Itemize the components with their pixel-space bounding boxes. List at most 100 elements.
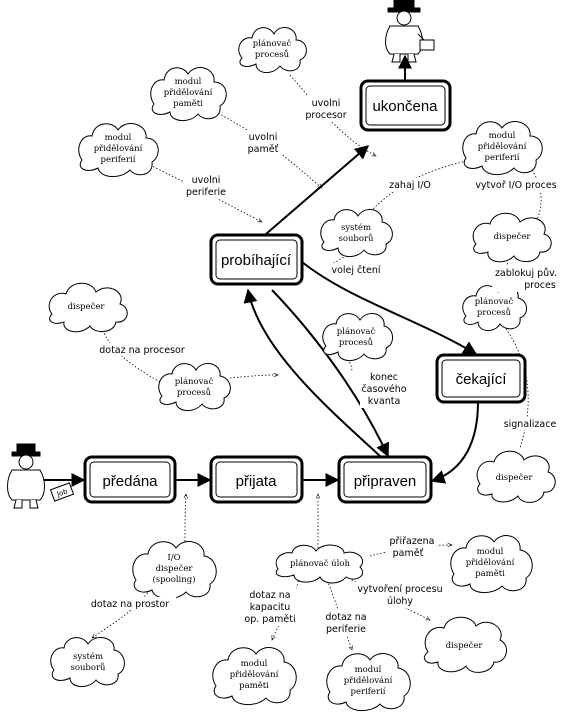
cloud-dispecer-bottom-right: dispečer bbox=[423, 616, 508, 673]
svg-text:zablokuj pův.proces: zablokuj pův.proces bbox=[495, 268, 557, 291]
label-konec-kvanta-l3: kvanta bbox=[368, 396, 401, 407]
svg-text:volej čtení: volej čtení bbox=[331, 265, 380, 276]
label-zablokuj: zablokuj pův.proces bbox=[492, 266, 562, 292]
state-probihajici: probíhající bbox=[209, 233, 304, 286]
cloud-planovac-mid-l2: procesů bbox=[339, 336, 374, 348]
cloud-system-souboru-bottom-l1: systém bbox=[73, 651, 103, 662]
state-prijata-label: přijata bbox=[236, 473, 278, 490]
cloud-modul-periferii-left-l2: přidělování bbox=[94, 143, 143, 154]
cloud-modul-pameti-bottom-right-l3: paměti bbox=[475, 568, 505, 579]
label-vytvor-io: vytvoř I/O proces bbox=[472, 178, 560, 191]
person-leaving-icon bbox=[385, 0, 435, 63]
cloud-planovac-uloh-l1: plánovač úloh bbox=[290, 558, 350, 569]
arrow-probihajici-to-ukoncena bbox=[265, 145, 370, 235]
cloud-modul-pameti-bottom-right-l1: modul bbox=[477, 547, 504, 557]
label-vytvoreni-procesu-l2: úlohy bbox=[387, 596, 413, 607]
state-cekajici-label: čekající bbox=[456, 371, 508, 388]
cloud-dispecer-right-low-l1: dispečer bbox=[496, 472, 534, 483]
label-dotaz-periferie-l2: periferie bbox=[326, 624, 366, 635]
cloud-modul-pameti-bottom-l1: modul bbox=[241, 659, 268, 669]
cloud-dispecer-right-top-l1: dispečer bbox=[494, 231, 532, 242]
label-uvolni-pamet-l1: uvolni bbox=[249, 132, 278, 143]
svg-text:dispečer: dispečer bbox=[496, 472, 534, 483]
label-uvolni-periferie-l2: periferie bbox=[186, 187, 226, 198]
cloud-dispecer-left: dispečer bbox=[48, 282, 128, 333]
svg-text:dispečer: dispečer bbox=[446, 640, 484, 651]
cloud-modul-periferii-left-l1: modul bbox=[105, 133, 132, 143]
state-pripraven: připraven bbox=[337, 455, 433, 504]
label-signalizace: signalizace bbox=[501, 417, 559, 430]
state-probihajici-label: probíhající bbox=[221, 252, 292, 269]
label-vytvor-io-l1: vytvoř I/O proces bbox=[475, 180, 556, 191]
state-ukoncena: ukončena bbox=[359, 79, 452, 132]
cloud-modul-pameti-bottom-right-l2: přidělování bbox=[466, 557, 515, 568]
cloud-dispecer-left-l1: dispečer bbox=[68, 301, 106, 312]
cloud-io-dispecer-l1: I/O bbox=[167, 553, 180, 563]
state-pripraven-label: připraven bbox=[354, 473, 417, 490]
cloud-modul-periferii-right-l3: periferií bbox=[485, 152, 520, 163]
label-dotaz-kapacitu-l3: op. paměti bbox=[244, 614, 295, 625]
label-zahaj-io-l1: zahaj I/O bbox=[389, 180, 431, 191]
label-prirazena-pamet-l2: paměť bbox=[393, 548, 424, 559]
cloud-modul-pameti-top-l2: přidělování bbox=[164, 87, 213, 98]
cloud-modul-periferii-bottom-l1: modul bbox=[355, 665, 382, 675]
cloud-modul-periferii-left-l3: periferií bbox=[101, 154, 136, 165]
label-zablokuj-l2: proces bbox=[524, 280, 556, 291]
label-uvolni-periferie-l1: uvolni bbox=[192, 175, 221, 186]
cloud-modul-pameti-bottom-l3: paměti bbox=[239, 680, 269, 691]
person-submitting-icon: Job bbox=[7, 443, 75, 509]
cloud-modul-periferii-bottom-l2: přidělování bbox=[344, 675, 393, 686]
svg-text:vytvoř I/O proces: vytvoř I/O proces bbox=[475, 180, 556, 191]
cloud-modul-pameti-bottom-l2: přidělování bbox=[230, 669, 279, 680]
cloud-dispecer-bottom-right-l1: dispečer bbox=[446, 640, 484, 651]
svg-text:dotaz na procesor: dotaz na procesor bbox=[99, 345, 185, 356]
cloud-modul-periferii-bottom-l3: periferií bbox=[351, 686, 386, 697]
label-uvolni-procesor-l2: procesor bbox=[305, 110, 346, 121]
svg-text:dotaz na prostor: dotaz na prostor bbox=[91, 599, 169, 610]
label-uvolni-pamet-l2: paměť bbox=[248, 144, 279, 155]
cloud-dispecer-right-low: dispečer bbox=[476, 450, 556, 503]
arrow-probihajici-to-cekajici bbox=[301, 261, 478, 355]
cloud-planovac-left-l1: plánovač bbox=[175, 376, 214, 387]
cloud-planovac-top-l2: procesů bbox=[255, 48, 290, 60]
cloud-planovac-uloh: plánovač úloh bbox=[275, 544, 364, 584]
arrow-cekajici-to-pripraven bbox=[430, 401, 479, 484]
state-predana-label: předána bbox=[102, 473, 158, 490]
cloud-system-souboru-mid-l2: souborů bbox=[338, 232, 374, 244]
arrow-probihajici-to-pripraven bbox=[271, 289, 390, 458]
svg-text:dispečer: dispečer bbox=[494, 231, 532, 242]
label-dotaz-procesor-l1: dotaz na procesor bbox=[99, 345, 185, 356]
cloud-modul-pameti-top-l3: paměti bbox=[173, 98, 203, 109]
label-konec-kvanta-l2: časového bbox=[361, 384, 406, 395]
